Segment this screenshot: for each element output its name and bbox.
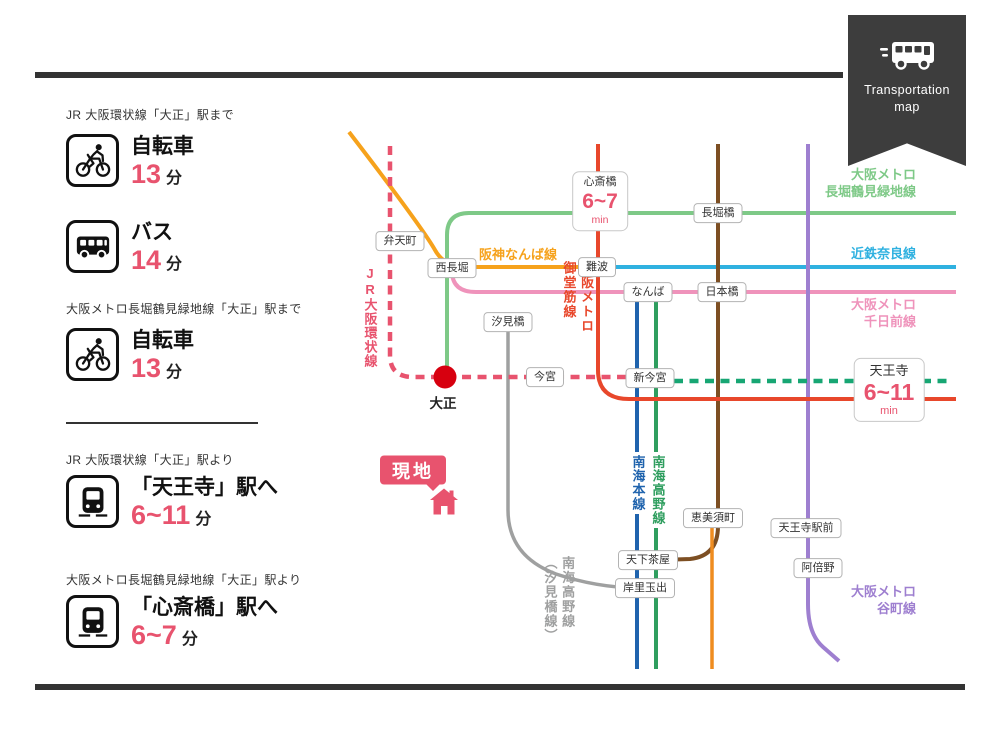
line-label-line2: 千日前線 xyxy=(863,313,916,329)
bubble-time-unit: min xyxy=(591,214,609,227)
access-row-bus-jr: バス 14 分 xyxy=(66,220,182,274)
line-label-nankai-main: 南海本線 xyxy=(628,452,648,514)
station-box-nipponbashi: 日本橋 xyxy=(697,282,747,302)
line-label-nankai-koya: 南海高野線 xyxy=(648,452,668,528)
bicycle-icon xyxy=(66,328,119,381)
line-label-shiomibashi: 南海高野線 （汐見橋線） xyxy=(541,556,576,643)
time-value: 13 xyxy=(131,353,162,384)
station-box-kishinosato-tamade: 岸里玉出 xyxy=(615,578,675,598)
line-label-line2: 谷町線 xyxy=(876,600,916,616)
badge-title: Transportation map xyxy=(864,82,950,116)
station-box-shiomibashi: 汐見橋 xyxy=(483,312,533,332)
station-box-bentencho: 弁天町 xyxy=(375,231,425,251)
line-label-hanshin-namba: 阪神なんば線 xyxy=(479,247,558,262)
station-box-nishinagahori: 西長堀 xyxy=(427,258,477,278)
travel-time: 13 分 xyxy=(131,161,194,188)
time-value: 14 xyxy=(131,245,162,276)
badge-title-line1: Transportation xyxy=(864,83,950,97)
access-row-train-tennoji: 「天王寺」駅へ 6~11 分 xyxy=(66,475,278,529)
bus-icon xyxy=(66,220,119,273)
line-label-col2: （汐見橋線） xyxy=(542,556,558,643)
access-row-text: バス 14 分 xyxy=(131,220,182,274)
access-section-heading-metro-to: 大阪メトロ長堀鶴見緑地線「大正」駅まで xyxy=(66,302,302,316)
access-row-bicycle-metro: 自転車 13 分 xyxy=(66,328,194,382)
time-value: 6~7 xyxy=(131,620,177,651)
travel-time: 6~11 分 xyxy=(131,502,278,529)
station-box-namba: 難波 xyxy=(578,257,616,277)
line-label-jr-osaka-loop: JR大阪環状線 xyxy=(362,266,378,368)
transport-mode-label: 自転車 xyxy=(131,135,194,158)
access-section-heading-jr-to: JR 大阪環状線「大正」駅まで xyxy=(66,108,235,122)
time-value: 6~11 xyxy=(131,500,191,531)
line-label-line2: 長堀鶴見緑地線 xyxy=(824,183,916,199)
line-label-nagahori-tsurumi-ryokuchi: 大阪メトロ 長堀鶴見緑地線 xyxy=(825,167,916,201)
access-row-text: 自転車 13 分 xyxy=(131,328,194,382)
line-label-midosuji: 大阪メトロ 御堂筋線 xyxy=(560,261,595,334)
badge-title-line2: map xyxy=(894,99,920,114)
train-icon xyxy=(66,475,119,528)
station-box-ebisucho: 恵美須町 xyxy=(683,508,743,528)
line-jr-osaka-loop xyxy=(387,146,643,380)
train-icon xyxy=(66,595,119,648)
time-unit: 分 xyxy=(166,170,183,188)
time-unit: 分 xyxy=(166,256,183,274)
access-row-text: 自転車 13 分 xyxy=(131,134,194,188)
transport-mode-label: 自転車 xyxy=(131,329,194,352)
destination-label: 「心斎橋」駅へ xyxy=(131,596,278,619)
station-box-abeno: 阿倍野 xyxy=(793,558,843,578)
line-label-line1: 大阪メトロ xyxy=(850,167,916,182)
line-tanimachi xyxy=(806,144,841,663)
station-box-shinimamiya: 新今宮 xyxy=(625,368,675,388)
destination-label: 「天王寺」駅へ xyxy=(131,476,278,499)
line-label-tanimachi: 大阪メトロ 谷町線 xyxy=(851,584,916,618)
access-row-text: 「天王寺」駅へ 6~11 分 xyxy=(131,475,278,529)
panel-divider xyxy=(66,422,258,424)
time-unit: 分 xyxy=(195,511,212,529)
bubble-time-unit: min xyxy=(880,405,898,418)
origin-station-label: 大正 xyxy=(429,396,457,411)
station-box-tengachaya: 天下茶屋 xyxy=(618,550,678,570)
time-bubble-shinsaibashi: 心斎橋 6~7 min xyxy=(572,171,628,231)
line-label-col2: 御堂筋線 xyxy=(561,261,577,319)
bubble-time-value: 6~7 xyxy=(582,190,618,214)
travel-time: 14 分 xyxy=(131,247,182,274)
line-shiomibashi xyxy=(506,328,642,590)
transport-mode-label: バス xyxy=(131,221,173,244)
travel-time: 6~7 分 xyxy=(131,622,278,649)
bubble-time-value: 6~11 xyxy=(863,378,915,405)
bottom-rule xyxy=(35,684,965,690)
line-midosuji xyxy=(596,144,956,401)
station-box-nagahoribashi: 長堀橋 xyxy=(693,203,743,223)
access-section-heading-jr-from: JR 大阪環状線「大正」駅より xyxy=(66,453,234,467)
line-label-kintetsu-nara: 近鉄奈良線 xyxy=(850,246,916,261)
access-row-train-shinsaibashi: 「心斎橋」駅へ 6~7 分 xyxy=(66,595,278,649)
site-marker-label: 現地 xyxy=(392,461,434,481)
access-section-heading-metro-from: 大阪メトロ長堀鶴見緑地線「大正」駅より xyxy=(66,573,302,587)
origin-station-dot xyxy=(433,365,457,389)
bubble-station-name: 天王寺 xyxy=(869,362,909,378)
line-label-col1: 大阪メトロ xyxy=(579,261,595,334)
travel-time: 13 分 xyxy=(131,355,194,382)
time-unit: 分 xyxy=(181,631,198,649)
station-box-namba-kana: なんば xyxy=(623,282,673,302)
bicycle-icon xyxy=(66,134,119,187)
time-bubble-tennoji: 天王寺 6~11 min xyxy=(853,357,925,423)
station-box-imamiya: 今宮 xyxy=(526,367,564,387)
access-row-bicycle-jr: 自転車 13 分 xyxy=(66,134,194,188)
line-label-line1: 大阪メトロ xyxy=(850,297,916,312)
time-unit: 分 xyxy=(166,364,183,382)
transportation-map-badge: Transportation map xyxy=(848,15,966,166)
line-label-col1: 南海高野線 xyxy=(560,556,576,629)
access-row-text: 「心斎橋」駅へ 6~7 分 xyxy=(131,595,278,649)
line-nagahori-tsurumi-ryokuchi xyxy=(445,211,956,378)
top-rule xyxy=(35,72,843,78)
bubble-station-name: 心斎橋 xyxy=(583,176,617,189)
line-label-sennichimae: 大阪メトロ 千日前線 xyxy=(851,297,916,331)
line-label-line1: 大阪メトロ xyxy=(850,584,916,599)
site-marker-tag: 現地 xyxy=(380,455,446,491)
house-icon xyxy=(430,488,458,515)
time-value: 13 xyxy=(131,159,162,190)
station-box-tennoji-ekimae: 天王寺駅前 xyxy=(770,518,842,538)
